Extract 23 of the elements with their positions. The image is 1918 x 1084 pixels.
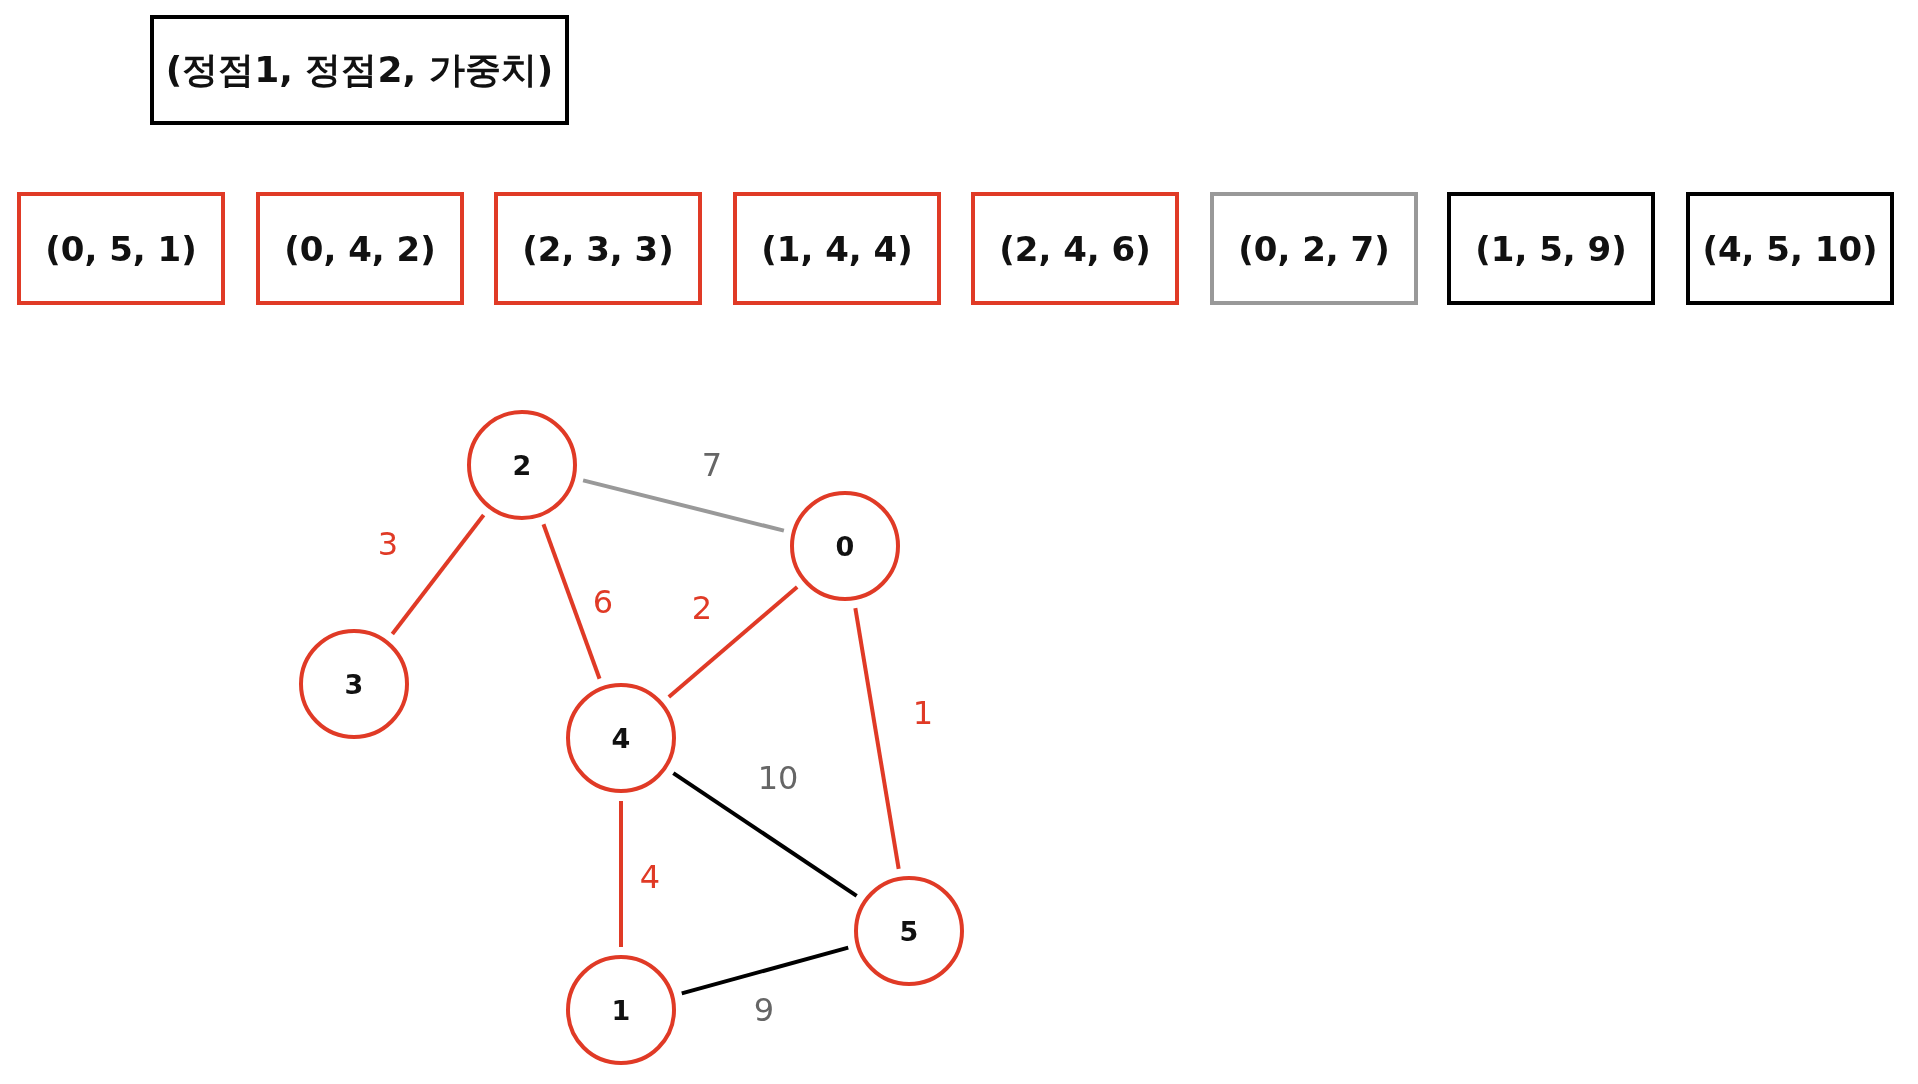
vertex-circle: 5 [854,876,964,986]
edge-tuple-box: (4, 5, 10) [1686,192,1894,305]
vertex-circle: 3 [299,629,409,739]
edge-line [619,801,623,947]
edge-line [390,513,486,636]
vertex-circle: 4 [566,683,676,793]
header-box: (정점1, 정점2, 가중치) [150,15,569,125]
edge-tuple-box: (2, 4, 6) [971,192,1179,305]
vertex-circle: 2 [467,410,577,520]
edge-line [541,523,602,680]
edge-line [672,771,858,898]
edge-tuple-box: (0, 4, 2) [256,192,464,305]
edge-line [853,607,901,870]
edge-tuple-box: (2, 3, 3) [494,192,702,305]
vertex-circle: 0 [790,491,900,601]
edge-tuple-box: (0, 2, 7) [1210,192,1418,305]
edge-line [681,945,849,996]
edge-line [582,478,785,533]
edge-tuple-box: (0, 5, 1) [17,192,225,305]
edge-line [667,585,799,699]
edge-tuple-box: (1, 5, 9) [1447,192,1655,305]
vertex-circle: 1 [566,955,676,1065]
edge-tuple-box: (1, 4, 4) [733,192,941,305]
